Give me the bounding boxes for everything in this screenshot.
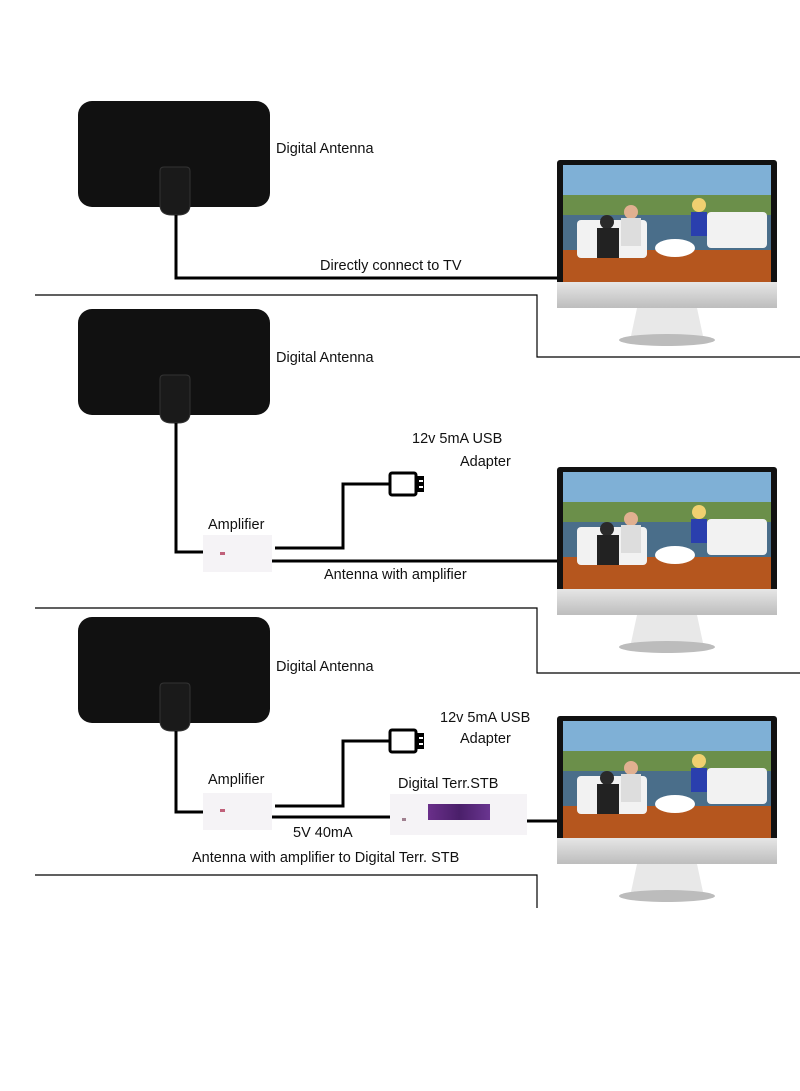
usb-adapter-label: 12v 5mA USB — [412, 431, 502, 447]
section-divider — [35, 294, 800, 358]
tv-image — [557, 716, 777, 902]
coax-cable — [174, 423, 203, 554]
usb-adapter-label: Adapter — [460, 454, 511, 470]
coax-cable — [174, 215, 558, 280]
connection-label: Antenna with amplifier — [324, 567, 467, 583]
section-amplifier-to-stb: Digital Antenna 12v 5mA USB Adapter Ampl… — [35, 617, 777, 908]
usb-power-cable — [275, 482, 390, 550]
amplifier-led-icon — [220, 552, 225, 555]
antenna-label: Digital Antenna — [276, 659, 374, 675]
coax-cable — [174, 731, 203, 814]
amplifier-label: Amplifier — [208, 772, 265, 788]
digital-antenna-image — [78, 101, 270, 215]
connection-label: Directly connect to TV — [320, 258, 462, 274]
amplifier-led-icon — [220, 809, 225, 812]
amplifier-box — [203, 535, 272, 572]
usb-adapter-label: 12v 5mA USB — [440, 710, 530, 726]
digital-antenna-image — [78, 309, 270, 423]
antenna-label: Digital Antenna — [276, 141, 374, 157]
usb-plug-icon — [388, 728, 424, 754]
section-divider — [35, 874, 538, 908]
section-direct-connection: Digital Antenna Directly connect to TV — [35, 101, 800, 358]
stb-display — [428, 804, 490, 820]
tv-image — [557, 467, 777, 653]
antenna-label: Digital Antenna — [276, 350, 374, 366]
usb-plug-icon — [388, 471, 424, 497]
stb-label: Digital Terr.STB — [398, 776, 498, 792]
section-divider — [35, 607, 800, 674]
connection-label: Antenna with amplifier to Digital Terr. … — [192, 850, 459, 866]
stb-led-icon — [402, 818, 406, 821]
tv-image — [557, 160, 777, 346]
usb-adapter-label: Adapter — [460, 731, 511, 747]
amplifier-label: Amplifier — [208, 517, 265, 533]
section-antenna-with-amplifier: Digital Antenna 12v 5mA USB Adapter Ampl… — [35, 309, 800, 674]
usb-power-cable — [275, 739, 390, 808]
amplifier-box — [203, 793, 272, 830]
digital-antenna-image — [78, 617, 270, 731]
power-label: 5V 40mA — [293, 825, 353, 841]
